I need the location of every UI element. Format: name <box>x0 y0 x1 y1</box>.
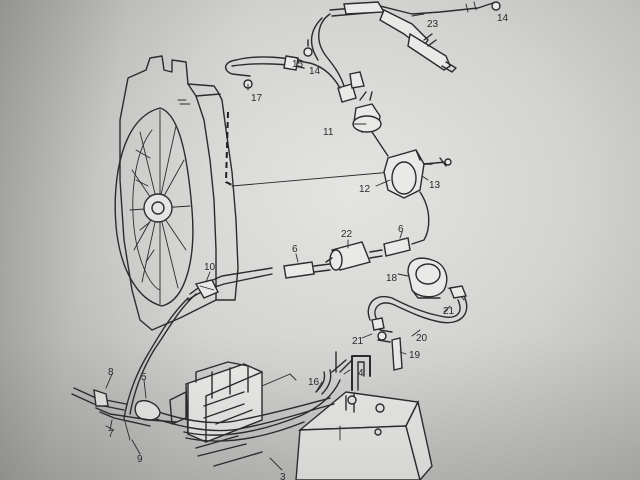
callout-19: 19 <box>409 350 421 361</box>
callout-14-mid: 14 <box>309 66 321 77</box>
callout-21-right: 21 <box>443 306 455 317</box>
callout-18: 18 <box>386 273 398 284</box>
callout-13: 13 <box>429 180 441 191</box>
callout-11: 11 <box>323 127 334 138</box>
cooling-fan <box>114 107 194 307</box>
callout-6-left: 6 <box>292 244 298 255</box>
shroud-reference-line <box>231 171 393 187</box>
callout-6-right: 6 <box>398 224 404 235</box>
callout-12: 12 <box>359 184 371 195</box>
callout-22: 22 <box>341 229 353 240</box>
callout-20: 20 <box>416 333 428 344</box>
clamp-12 <box>383 149 452 199</box>
lower-left-fittings <box>71 387 177 441</box>
top-vent-line <box>329 1 501 73</box>
hose-12-to-6 <box>411 191 430 245</box>
valve-11 <box>352 91 389 157</box>
callout-7: 7 <box>108 429 114 440</box>
callout-15: 15 <box>292 59 304 70</box>
callout-8: 8 <box>108 367 114 378</box>
callout-23: 23 <box>427 19 439 30</box>
bracket-3 <box>169 361 297 467</box>
charcoal-canister <box>295 391 433 480</box>
callout-14-top: 14 <box>497 13 509 24</box>
lower-hose-bundle <box>139 369 341 442</box>
callout-labels: 23 14 15 14 17 11 12 13 22 6 6 10 18 21 … <box>108 13 509 480</box>
hose-20-21 <box>367 285 468 331</box>
callout-3: 3 <box>280 472 286 480</box>
callout-17: 17 <box>251 93 263 104</box>
fuel-line-main <box>187 237 411 301</box>
callout-10: 10 <box>204 262 216 273</box>
leader-lines <box>105 13 451 471</box>
callout-5: 5 <box>141 372 147 383</box>
callout-21-left: 21 <box>352 336 364 347</box>
callout-9: 9 <box>137 454 143 465</box>
pipe-19 <box>377 329 403 371</box>
callout-4: 4 <box>358 368 364 379</box>
dashed-reference-line <box>224 111 235 187</box>
long-hose-outer <box>123 297 189 419</box>
clamp-10 <box>194 279 219 299</box>
vent-hose-loop <box>225 13 365 103</box>
fan-shroud <box>119 55 239 331</box>
elbow-4 <box>331 351 371 391</box>
canister-18 <box>407 257 465 301</box>
callout-16: 16 <box>308 377 320 388</box>
long-hose <box>129 293 197 415</box>
